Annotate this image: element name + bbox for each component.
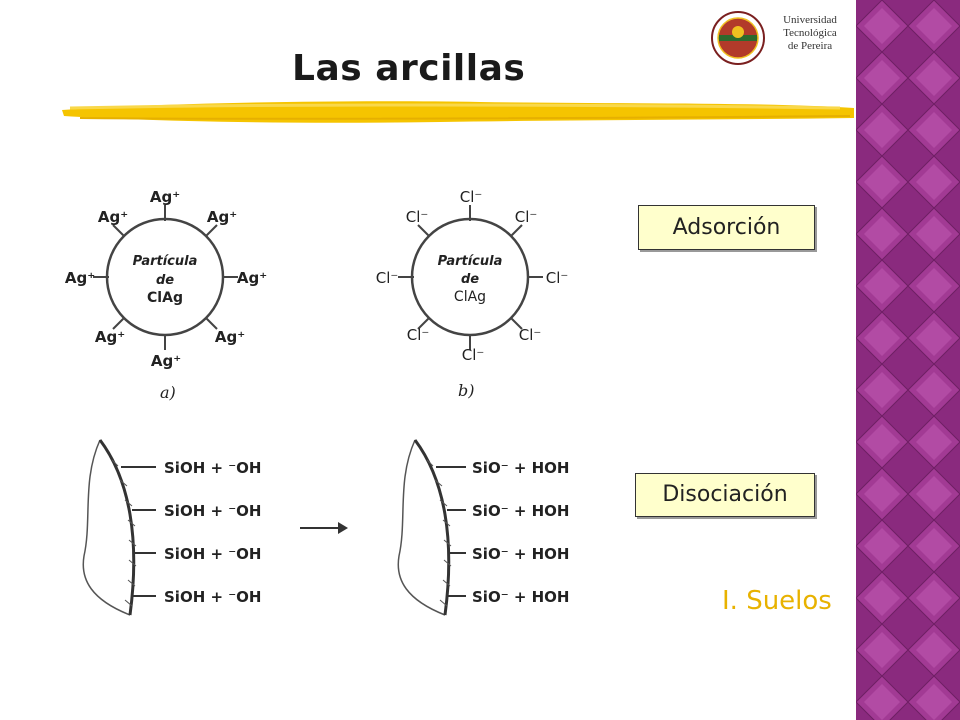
ion-label: Cl⁻	[460, 188, 483, 206]
ion-label: Ag⁺	[65, 269, 95, 287]
ion-label: Ag⁺	[215, 328, 245, 346]
diamond-pattern	[856, 0, 960, 720]
product-label: SiO⁻ + HOH	[472, 459, 570, 477]
ion-label: Cl⁻	[546, 269, 569, 287]
ion-label: Cl⁻	[519, 326, 542, 344]
ion-label: Ag⁺	[150, 188, 180, 206]
ion-label: Cl⁻	[462, 346, 485, 364]
ion-label: Cl⁻	[406, 208, 429, 226]
particle-label: Partícula	[438, 254, 503, 269]
ion-label: Cl⁻	[407, 326, 430, 344]
reactant-label: SiOH + ⁻OH	[164, 502, 262, 520]
ion-label: Ag⁺	[151, 352, 181, 370]
ion-label: Cl⁻	[515, 208, 538, 226]
page-title: Las arcillas	[292, 48, 526, 89]
product-label: SiO⁻ + HOH	[472, 545, 570, 563]
product-label: SiO⁻ + HOH	[472, 588, 570, 606]
reaction-arrow	[300, 522, 348, 534]
figure-b-particle: Cl⁻ Cl⁻ Cl⁻ Cl⁻ Cl⁻ Cl⁻ Cl⁻ Cl⁻ Partícul…	[376, 188, 569, 400]
side-panel-decoration	[856, 0, 960, 720]
university-name: Universidad Tecnológica de Pereira	[770, 14, 850, 53]
university-logo: Universidad Tecnológica de Pereira	[710, 10, 850, 66]
particle-label: de	[461, 272, 479, 287]
logo-line-3: de Pereira	[787, 40, 833, 52]
clay-crystal-before: SiOH + ⁻OH SiOH + ⁻OH SiOH + ⁻OH SiOH + …	[82, 439, 262, 616]
particle-label: ClAg	[454, 289, 486, 305]
clay-crystal-after: SiO⁻ + HOH SiO⁻ + HOH SiO⁻ + HOH SiO⁻ + …	[397, 439, 570, 616]
figure-caption: a)	[160, 383, 176, 402]
ion-label: Ag⁺	[98, 208, 128, 226]
highlighter-stroke	[62, 101, 854, 123]
figure-a-particle: Ag⁺ Ag⁺ Ag⁺ Ag⁺ Ag⁺ Ag⁺ Ag⁺ Ag⁺ Partícul…	[65, 188, 267, 402]
product-label: SiO⁻ + HOH	[472, 502, 570, 520]
course-label: I. Suelos	[722, 586, 832, 616]
reactant-label: SiOH + ⁻OH	[164, 545, 262, 563]
adsorcion-callout: Adsorción	[638, 205, 815, 250]
particle-label: de	[156, 273, 174, 288]
reactant-label: SiOH + ⁻OH	[164, 588, 262, 606]
ion-label: Ag⁺	[237, 269, 267, 287]
ion-label: Cl⁻	[376, 269, 399, 287]
clay-diagrams: Ag⁺ Ag⁺ Ag⁺ Ag⁺ Ag⁺ Ag⁺ Ag⁺ Ag⁺ Partícul…	[65, 188, 570, 616]
ion-label: Ag⁺	[95, 328, 125, 346]
figure-caption: b)	[458, 381, 474, 400]
reactant-label: SiOH + ⁻OH	[164, 459, 262, 477]
particle-label: ClAg	[147, 290, 183, 306]
university-seal-icon	[711, 11, 765, 65]
disociacion-callout: Disociación	[635, 473, 815, 517]
logo-line-1: Universidad	[783, 14, 837, 26]
ion-label: Ag⁺	[207, 208, 237, 226]
logo-line-2: Tecnológica	[783, 27, 837, 39]
particle-label: Partícula	[133, 254, 198, 269]
